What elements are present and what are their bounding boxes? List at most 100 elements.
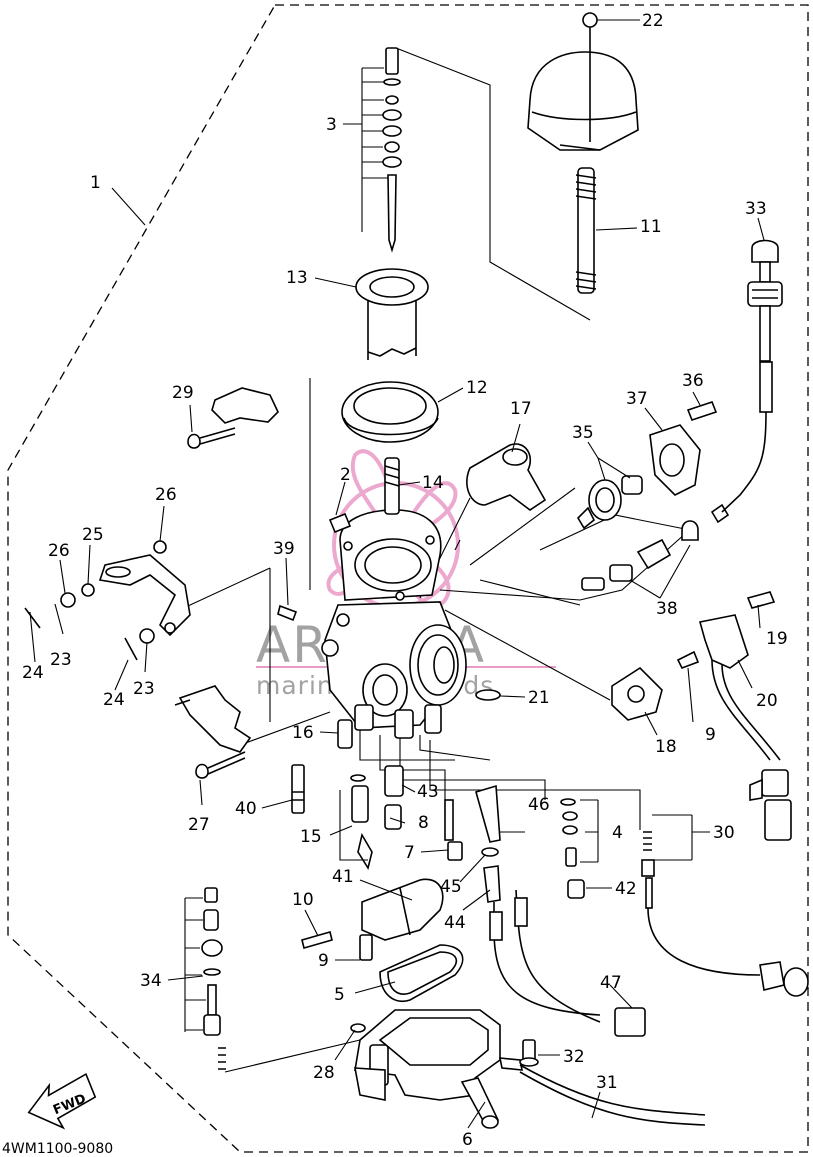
callout-7: 7	[404, 843, 415, 863]
callout-9-lower: 9	[318, 951, 329, 971]
callout-34: 34	[140, 971, 162, 991]
callout-29: 29	[172, 383, 194, 403]
part-float-bowl	[354, 1009, 706, 1129]
callout-3: 3	[326, 115, 337, 135]
part-float-41	[361, 878, 444, 941]
part-screw-set-4	[560, 798, 578, 867]
guide-lines	[174, 47, 696, 1073]
callout-26-left: 26	[48, 541, 70, 561]
callout-27: 27	[188, 815, 210, 835]
part-carburetor-body	[321, 509, 467, 739]
part-needle-7	[444, 799, 463, 861]
diagram-code: 4WM1100-9080	[2, 1141, 113, 1157]
part-screw-14	[384, 457, 400, 515]
callout-28: 28	[313, 1063, 335, 1083]
callout-35: 35	[572, 423, 594, 443]
part-screw-9-lower	[359, 934, 373, 961]
callout-8: 8	[418, 813, 429, 833]
callout-32: 32	[563, 1047, 585, 1067]
callout-43: 43	[417, 782, 439, 802]
callout-21: 21	[528, 688, 550, 708]
part-screw-39	[277, 604, 298, 622]
part-oring-28	[350, 1023, 366, 1033]
part-jet-43	[384, 765, 404, 797]
callout-9-right: 9	[705, 725, 716, 745]
assembly-boundary	[7, 4, 809, 1153]
part-top-cover	[527, 12, 639, 151]
callout-2: 2	[340, 465, 351, 485]
callout-5: 5	[334, 985, 345, 1005]
part-jet-40	[291, 764, 305, 814]
part-choke-cable-33	[721, 239, 783, 513]
callout-23-right: 23	[133, 679, 155, 699]
callout-30: 30	[713, 823, 735, 843]
callout-23-left: 23	[50, 650, 72, 670]
part-bracket-26	[98, 540, 191, 637]
callout-18: 18	[655, 737, 677, 757]
part-diaphragm-12	[341, 381, 439, 443]
part-jet-16	[337, 719, 353, 749]
part-bracket-46	[475, 784, 501, 843]
callout-37: 37	[626, 389, 648, 409]
part-jet-44-45	[481, 847, 601, 1023]
part-starter-38	[581, 503, 730, 591]
callout-22: 22	[642, 11, 664, 31]
callout-17: 17	[510, 399, 532, 419]
callout-26-top: 26	[155, 485, 177, 505]
callout-36: 36	[682, 371, 704, 391]
part-spring-11	[575, 167, 597, 294]
callout-46: 46	[528, 795, 550, 815]
callout-44: 44	[444, 913, 466, 933]
part-throttle-cable-30	[641, 831, 809, 997]
callout-20: 20	[756, 691, 778, 711]
callout-14: 14	[422, 473, 444, 493]
callout-labels: 1 2 3 4 5 6 7 8 9 9 10 11 12 13 14 15 16…	[22, 11, 788, 1150]
callout-42: 42	[615, 879, 637, 899]
callout-19: 19	[766, 629, 788, 649]
part-screw-27	[195, 751, 246, 779]
part-cover-37	[649, 401, 718, 496]
callout-12: 12	[466, 378, 488, 398]
part-washers-23-25	[24, 583, 155, 661]
part-needle-kit	[361, 47, 402, 253]
callout-15: 15	[300, 827, 322, 847]
callout-10: 10	[292, 890, 314, 910]
part-spring-42	[567, 879, 585, 899]
callout-24-left: 24	[22, 663, 44, 683]
part-screw-2	[328, 512, 352, 534]
callout-4: 4	[612, 823, 623, 843]
callout-38: 38	[656, 599, 678, 619]
part-plate-18	[611, 666, 663, 721]
callout-31: 31	[596, 1073, 618, 1093]
part-pilot-screw-34	[184, 887, 226, 1070]
callout-leaders	[29, 19, 765, 1129]
callout-25: 25	[82, 525, 104, 545]
callout-47: 47	[600, 973, 622, 993]
part-piston-valve	[355, 268, 429, 360]
part-oring-21	[475, 689, 501, 701]
callout-6: 6	[462, 1130, 473, 1150]
part-jet-8	[384, 804, 402, 830]
part-jet-15	[350, 774, 373, 871]
callout-41: 41	[332, 867, 354, 887]
callout-40: 40	[235, 799, 257, 819]
callout-24-right: 24	[103, 690, 125, 710]
callout-11: 11	[640, 217, 662, 237]
callout-16: 16	[292, 723, 314, 743]
part-bracket-29	[187, 387, 279, 449]
part-screw-32	[519, 1039, 539, 1067]
part-plug-47	[614, 1007, 646, 1037]
part-gasket-5	[379, 944, 464, 1002]
part-throttle-link	[174, 685, 252, 753]
part-elbow-17	[466, 443, 547, 511]
callout-39: 39	[273, 539, 295, 559]
part-sensor-20	[676, 591, 792, 841]
part-plunger-35	[576, 475, 643, 530]
callout-33: 33	[745, 199, 767, 219]
callout-1: 1	[90, 173, 101, 193]
part-pin-10	[301, 931, 333, 949]
fwd-arrow-icon: FWD	[27, 1072, 97, 1130]
callout-45: 45	[440, 877, 462, 897]
callout-13: 13	[286, 268, 308, 288]
